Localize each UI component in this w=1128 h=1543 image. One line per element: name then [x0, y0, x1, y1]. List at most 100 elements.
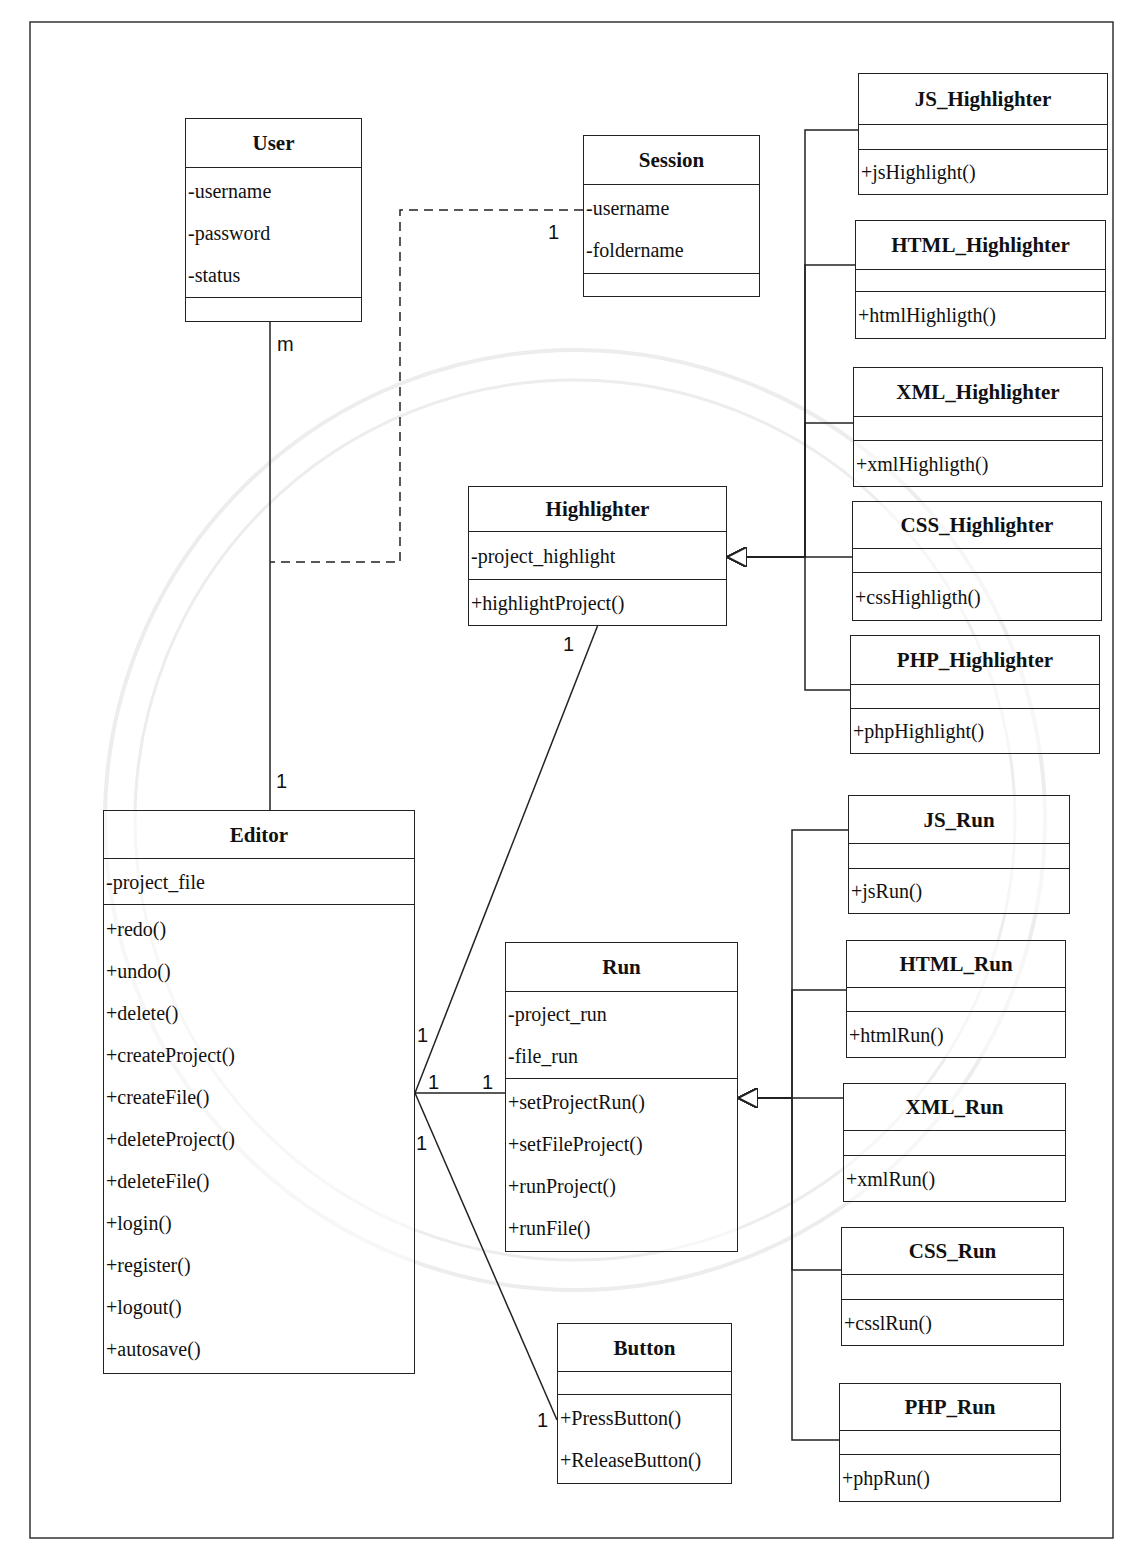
method: +deleteFile()	[104, 1160, 209, 1202]
method: +csslRun()	[842, 1302, 932, 1344]
method: +login()	[104, 1202, 172, 1244]
class-name: Highlighter	[546, 496, 650, 522]
attribute-compartment	[859, 124, 1107, 149]
class-header: JS_Run	[849, 796, 1069, 843]
attribute-compartment	[856, 269, 1105, 291]
class-header: User	[186, 119, 361, 167]
method-compartment: +xmlRun()	[844, 1155, 1065, 1201]
multiplicity: 1	[563, 633, 574, 655]
attribute-compartment	[854, 416, 1102, 440]
class-box: XML_Run +xmlRun()	[843, 1083, 1066, 1202]
class-name: Button	[614, 1335, 676, 1361]
method: +setProjectRun()	[506, 1081, 645, 1123]
attribute: -file_run	[506, 1035, 578, 1077]
class-header: Run	[506, 943, 737, 991]
class-box: CSS_Highlighter +cssHighligth()	[852, 501, 1102, 621]
attribute: -foldername	[584, 229, 684, 271]
class-box: Highlighter -project_highlight +highlightP…	[468, 486, 727, 626]
attribute-compartment: -username-password-status	[186, 167, 361, 297]
class-name: XML_Highlighter	[896, 379, 1059, 405]
method: +phpHighlight()	[851, 710, 984, 752]
multiplicity: 1	[428, 1071, 439, 1093]
method-compartment: +jsRun()	[849, 868, 1069, 913]
generalization-arrow	[738, 830, 848, 1098]
method-compartment: +htmlHighligth()	[856, 291, 1105, 338]
method-compartment: +phpHighlight()	[851, 708, 1099, 753]
generalization-arrow	[727, 557, 850, 690]
class-header: XML_Run	[844, 1084, 1065, 1130]
attribute: -username	[584, 187, 669, 229]
method: +delete()	[104, 992, 178, 1034]
class-header: Session	[584, 136, 759, 184]
class-header: Highlighter	[469, 487, 726, 531]
attribute-compartment: -project_file	[104, 858, 414, 904]
method: +highlightProject()	[469, 582, 624, 624]
method: +phpRun()	[840, 1457, 930, 1499]
class-name: Editor	[230, 822, 288, 848]
method: +undo()	[104, 950, 171, 992]
multiplicity: m	[277, 333, 294, 355]
class-header: PHP_Run	[840, 1384, 1060, 1430]
class-box: JS_Highlighter +jsHighlight()	[858, 73, 1108, 195]
generalization-arrow	[738, 1098, 839, 1440]
class-header: PHP_Highlighter	[851, 636, 1099, 684]
multiplicity: 1	[537, 1409, 548, 1431]
attribute-compartment	[851, 684, 1099, 708]
generalization-arrow	[727, 423, 853, 557]
class-name: JS_Highlighter	[915, 86, 1052, 112]
class-name: Session	[639, 147, 704, 173]
class-name: User	[253, 130, 295, 156]
class-name: PHP_Highlighter	[897, 647, 1053, 673]
class-name: CSS_Highlighter	[901, 512, 1054, 538]
method-compartment: +xmlHighligth()	[854, 440, 1102, 486]
method: +autosave()	[104, 1328, 201, 1370]
class-name: HTML_Run	[899, 951, 1012, 977]
method-compartment: +PressButton()+ReleaseButton()	[558, 1394, 731, 1483]
class-header: Button	[558, 1324, 731, 1371]
multiplicity: 1	[416, 1132, 427, 1154]
class-box: JS_Run +jsRun()	[848, 795, 1070, 914]
method: +xmlHighligth()	[854, 443, 988, 485]
attribute: -username	[186, 170, 271, 212]
page-frame	[30, 22, 1113, 1538]
class-name: CSS_Run	[909, 1238, 997, 1264]
class-name: HTML_Highlighter	[891, 232, 1070, 258]
attribute-compartment: -project_highlight	[469, 531, 726, 579]
method-compartment	[186, 297, 361, 321]
class-header: CSS_Run	[842, 1228, 1063, 1274]
attribute-compartment: -username-foldername	[584, 184, 759, 273]
class-header: HTML_Highlighter	[856, 221, 1105, 269]
class-header: Editor	[104, 811, 414, 858]
class-box: PHP_Highlighter +phpHighlight()	[850, 635, 1100, 754]
class-box: User -username-password-status	[185, 118, 362, 322]
attribute-compartment	[849, 843, 1069, 868]
class-box: Session -username-foldername	[583, 135, 760, 297]
class-header: HTML_Run	[847, 941, 1065, 987]
method-compartment: +jsHighlight()	[859, 149, 1107, 194]
attribute-compartment	[853, 548, 1101, 572]
method: +setFileProject()	[506, 1123, 643, 1165]
class-header: XML_Highlighter	[854, 368, 1102, 416]
generalization-arrow	[738, 990, 846, 1098]
method-compartment: +redo()+undo()+delete()+createProject()+…	[104, 904, 414, 1373]
attribute: -project_highlight	[469, 535, 615, 577]
association-line	[269, 322, 271, 810]
method-compartment: +cssHighligth()	[853, 572, 1101, 620]
attribute: -status	[186, 254, 240, 296]
multiplicity: 1	[417, 1024, 428, 1046]
class-box: PHP_Run +phpRun()	[839, 1383, 1061, 1502]
method: +ReleaseButton()	[558, 1439, 701, 1481]
attribute: -project_file	[104, 861, 205, 903]
method: +htmlRun()	[847, 1014, 944, 1056]
class-name: XML_Run	[905, 1094, 1003, 1120]
class-name: Run	[602, 954, 641, 980]
attribute: -project_run	[506, 993, 607, 1035]
class-box: CSS_Run +csslRun()	[841, 1227, 1064, 1346]
attribute-compartment	[840, 1430, 1060, 1454]
class-box: Editor -project_file+redo()+undo()+delete…	[103, 810, 415, 1374]
class-box: Button +PressButton()+ReleaseButton()	[557, 1323, 732, 1484]
method-compartment: +setProjectRun()+setFileProject()+runPro…	[506, 1078, 737, 1251]
class-header: CSS_Highlighter	[853, 502, 1101, 548]
method: +htmlHighligth()	[856, 294, 996, 336]
